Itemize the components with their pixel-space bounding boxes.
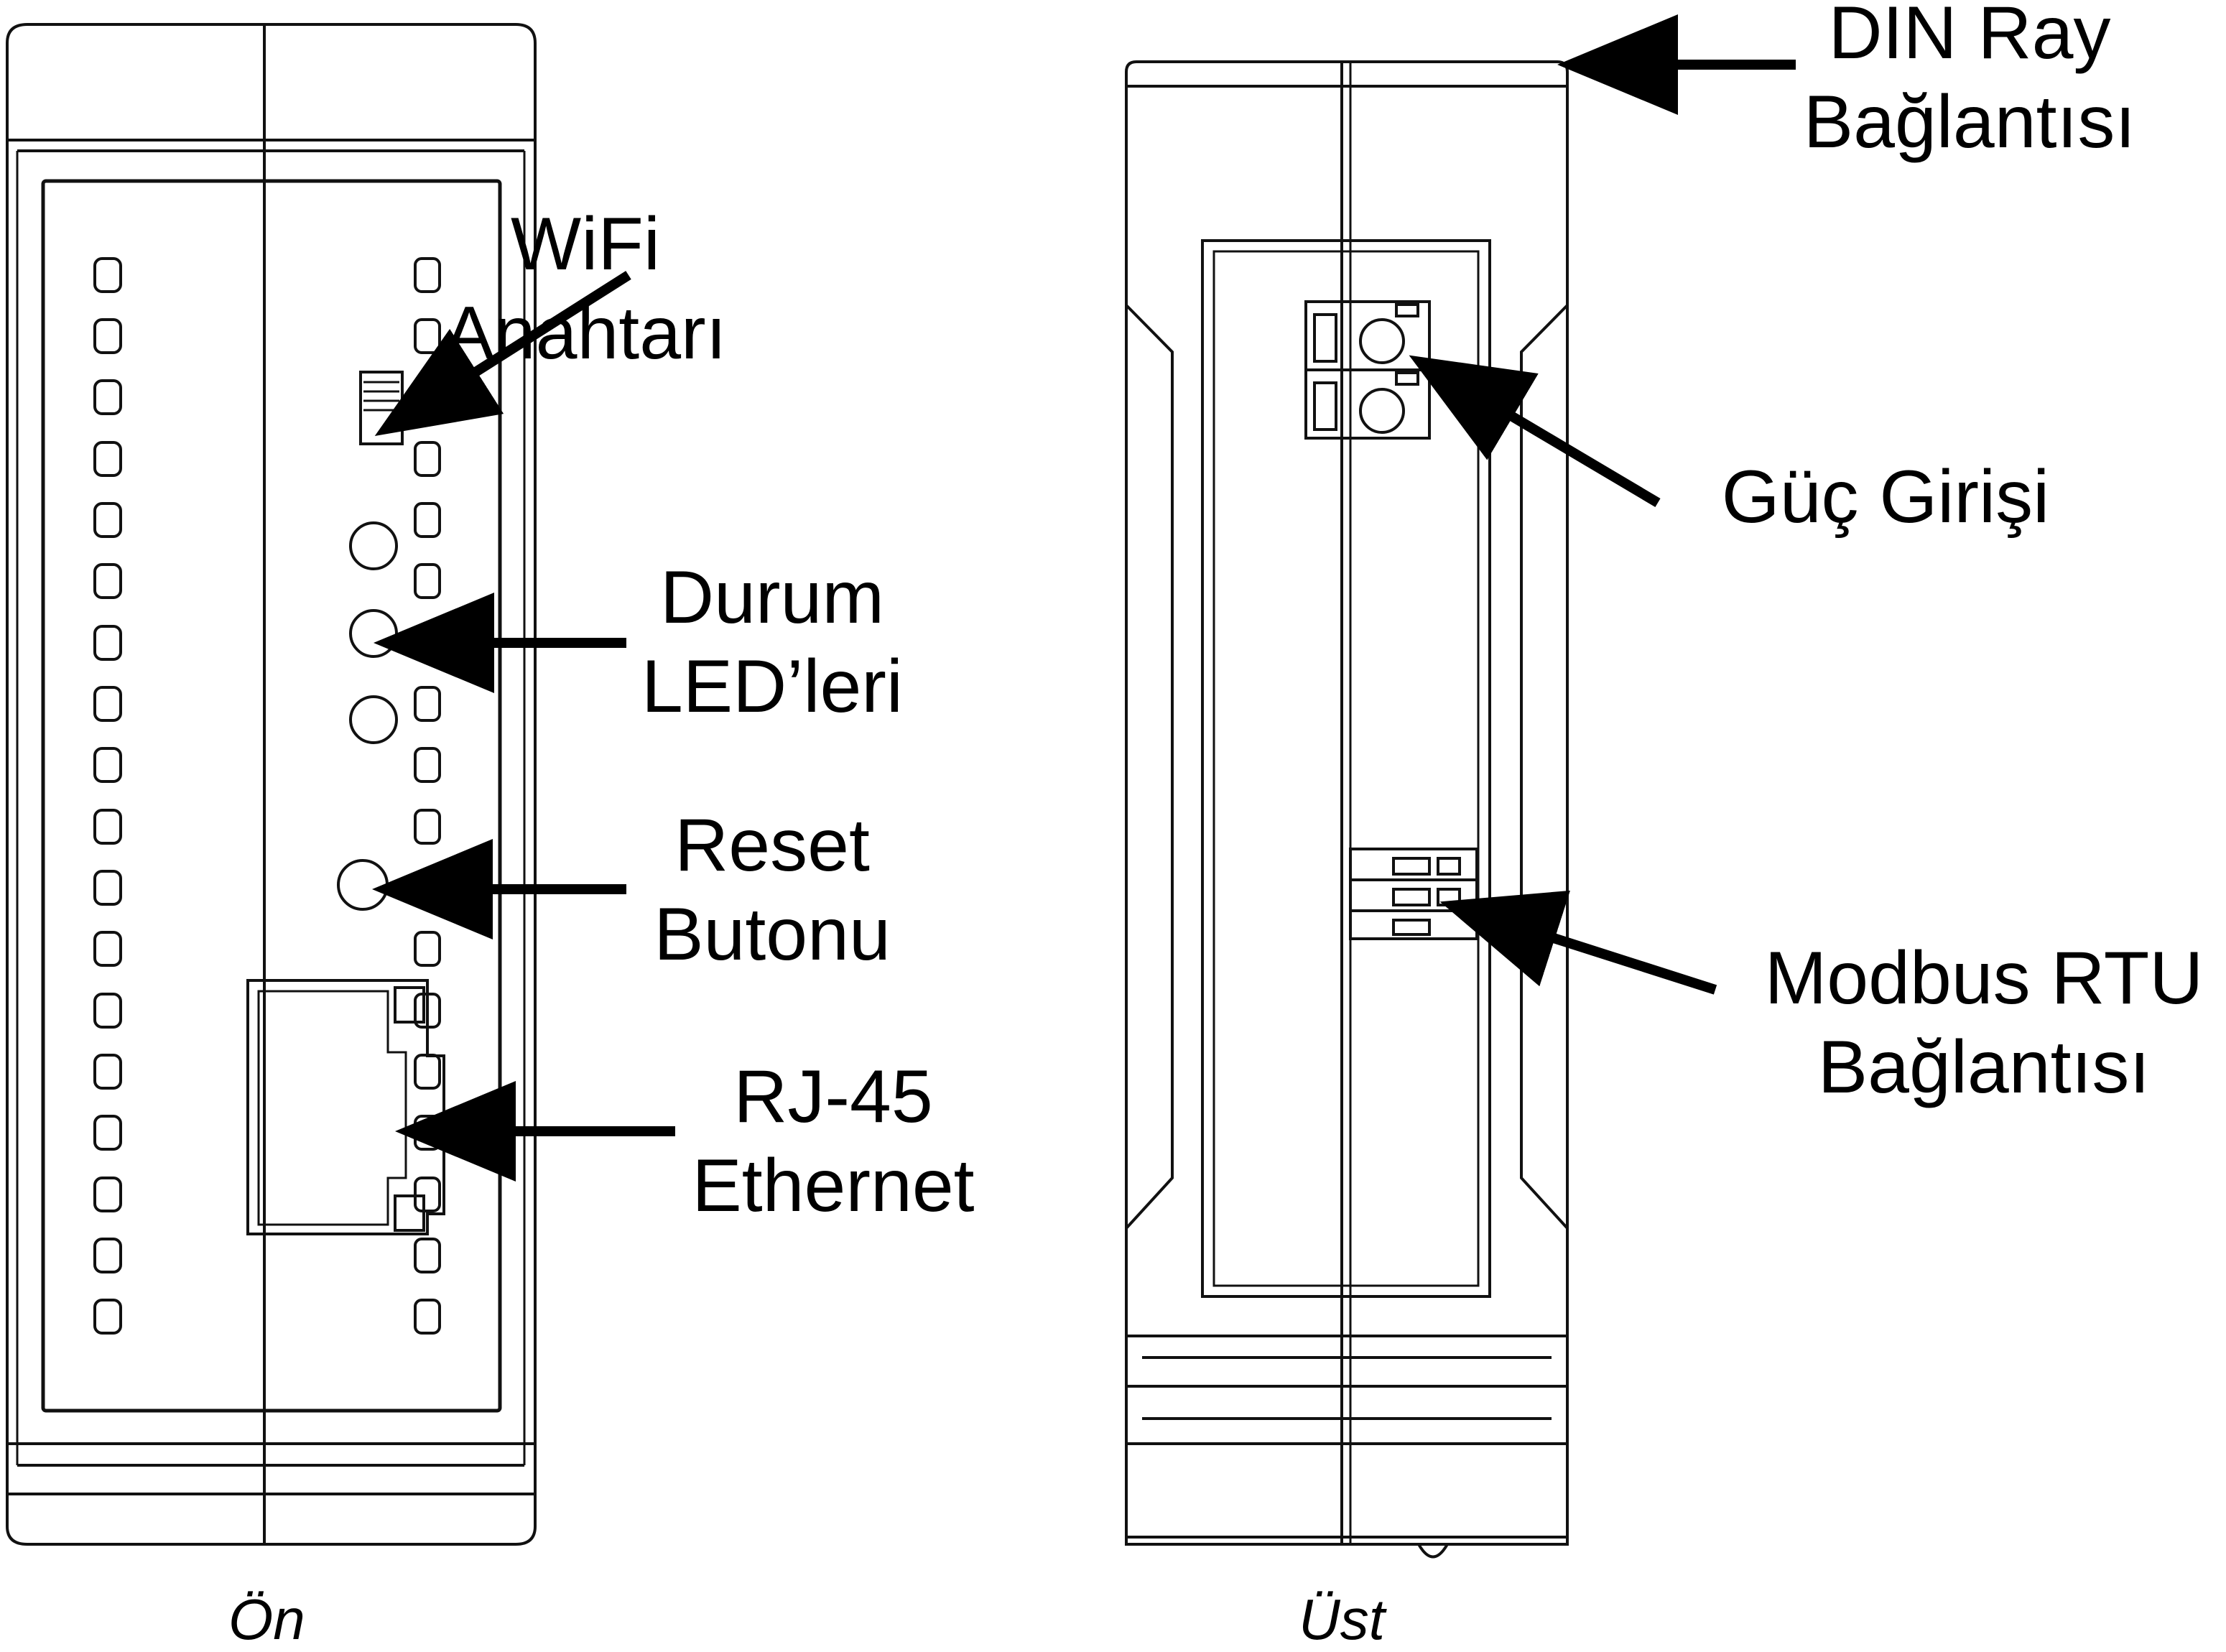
label-din-rail-line1: DIN Ray — [1828, 0, 2111, 75]
front-vent-slots-right — [414, 257, 441, 1335]
arrow-wifi-switch — [374, 271, 631, 436]
front-vent-slots-left — [93, 257, 122, 1335]
reset-button — [337, 859, 389, 911]
label-reset-button-line2: Butonu — [654, 893, 891, 976]
arrow-modbus — [1439, 890, 1717, 995]
caption-front-view: Ön — [228, 1587, 305, 1651]
callout-arrows — [372, 14, 1796, 1182]
label-wifi-switch: WiFi Anahtarı — [406, 200, 765, 378]
label-modbus-rtu-line2: Bağlantısı — [1817, 1026, 2151, 1109]
label-reset-button-line1: Reset — [674, 804, 870, 887]
status-led-1 — [349, 521, 398, 570]
top-view-device — [1125, 60, 1569, 1559]
status-led-2 — [349, 609, 398, 658]
wifi-switch — [359, 371, 404, 445]
label-power-input-line1: Güç Girişi — [1721, 455, 2050, 539]
label-rj45-line1: RJ-45 — [733, 1055, 933, 1138]
power-terminal — [1304, 300, 1431, 440]
label-reset-button: Reset Butonu — [593, 801, 952, 979]
modbus-terminal — [1349, 848, 1478, 940]
label-status-leds: Durum LED’leri — [593, 553, 952, 731]
label-power-input: Güç Girişi — [1684, 453, 2087, 542]
caption-top-view: Üst — [1299, 1587, 1385, 1651]
label-rj45: RJ-45 Ethernet — [654, 1052, 1013, 1230]
label-modbus-rtu-line1: Modbus RTU — [1764, 937, 2204, 1020]
label-rj45-line2: Ethernet — [692, 1144, 975, 1228]
label-wifi-switch-line1: WiFi — [511, 203, 660, 286]
label-din-rail-line2: Bağlantısı — [1803, 80, 2136, 164]
arrow-power-input — [1409, 355, 1661, 508]
front-view-device — [6, 23, 537, 1546]
status-led-3 — [349, 695, 398, 744]
label-status-leds-line2: LED’leri — [641, 645, 904, 728]
label-din-rail: DIN Ray Bağlantısı — [1768, 0, 2171, 167]
label-status-leds-line1: Durum — [659, 556, 885, 639]
label-wifi-switch-line2: Anahtarı — [444, 292, 727, 375]
status-leds — [349, 521, 398, 744]
label-modbus-rtu: Modbus RTU Bağlantısı — [1761, 934, 2207, 1112]
